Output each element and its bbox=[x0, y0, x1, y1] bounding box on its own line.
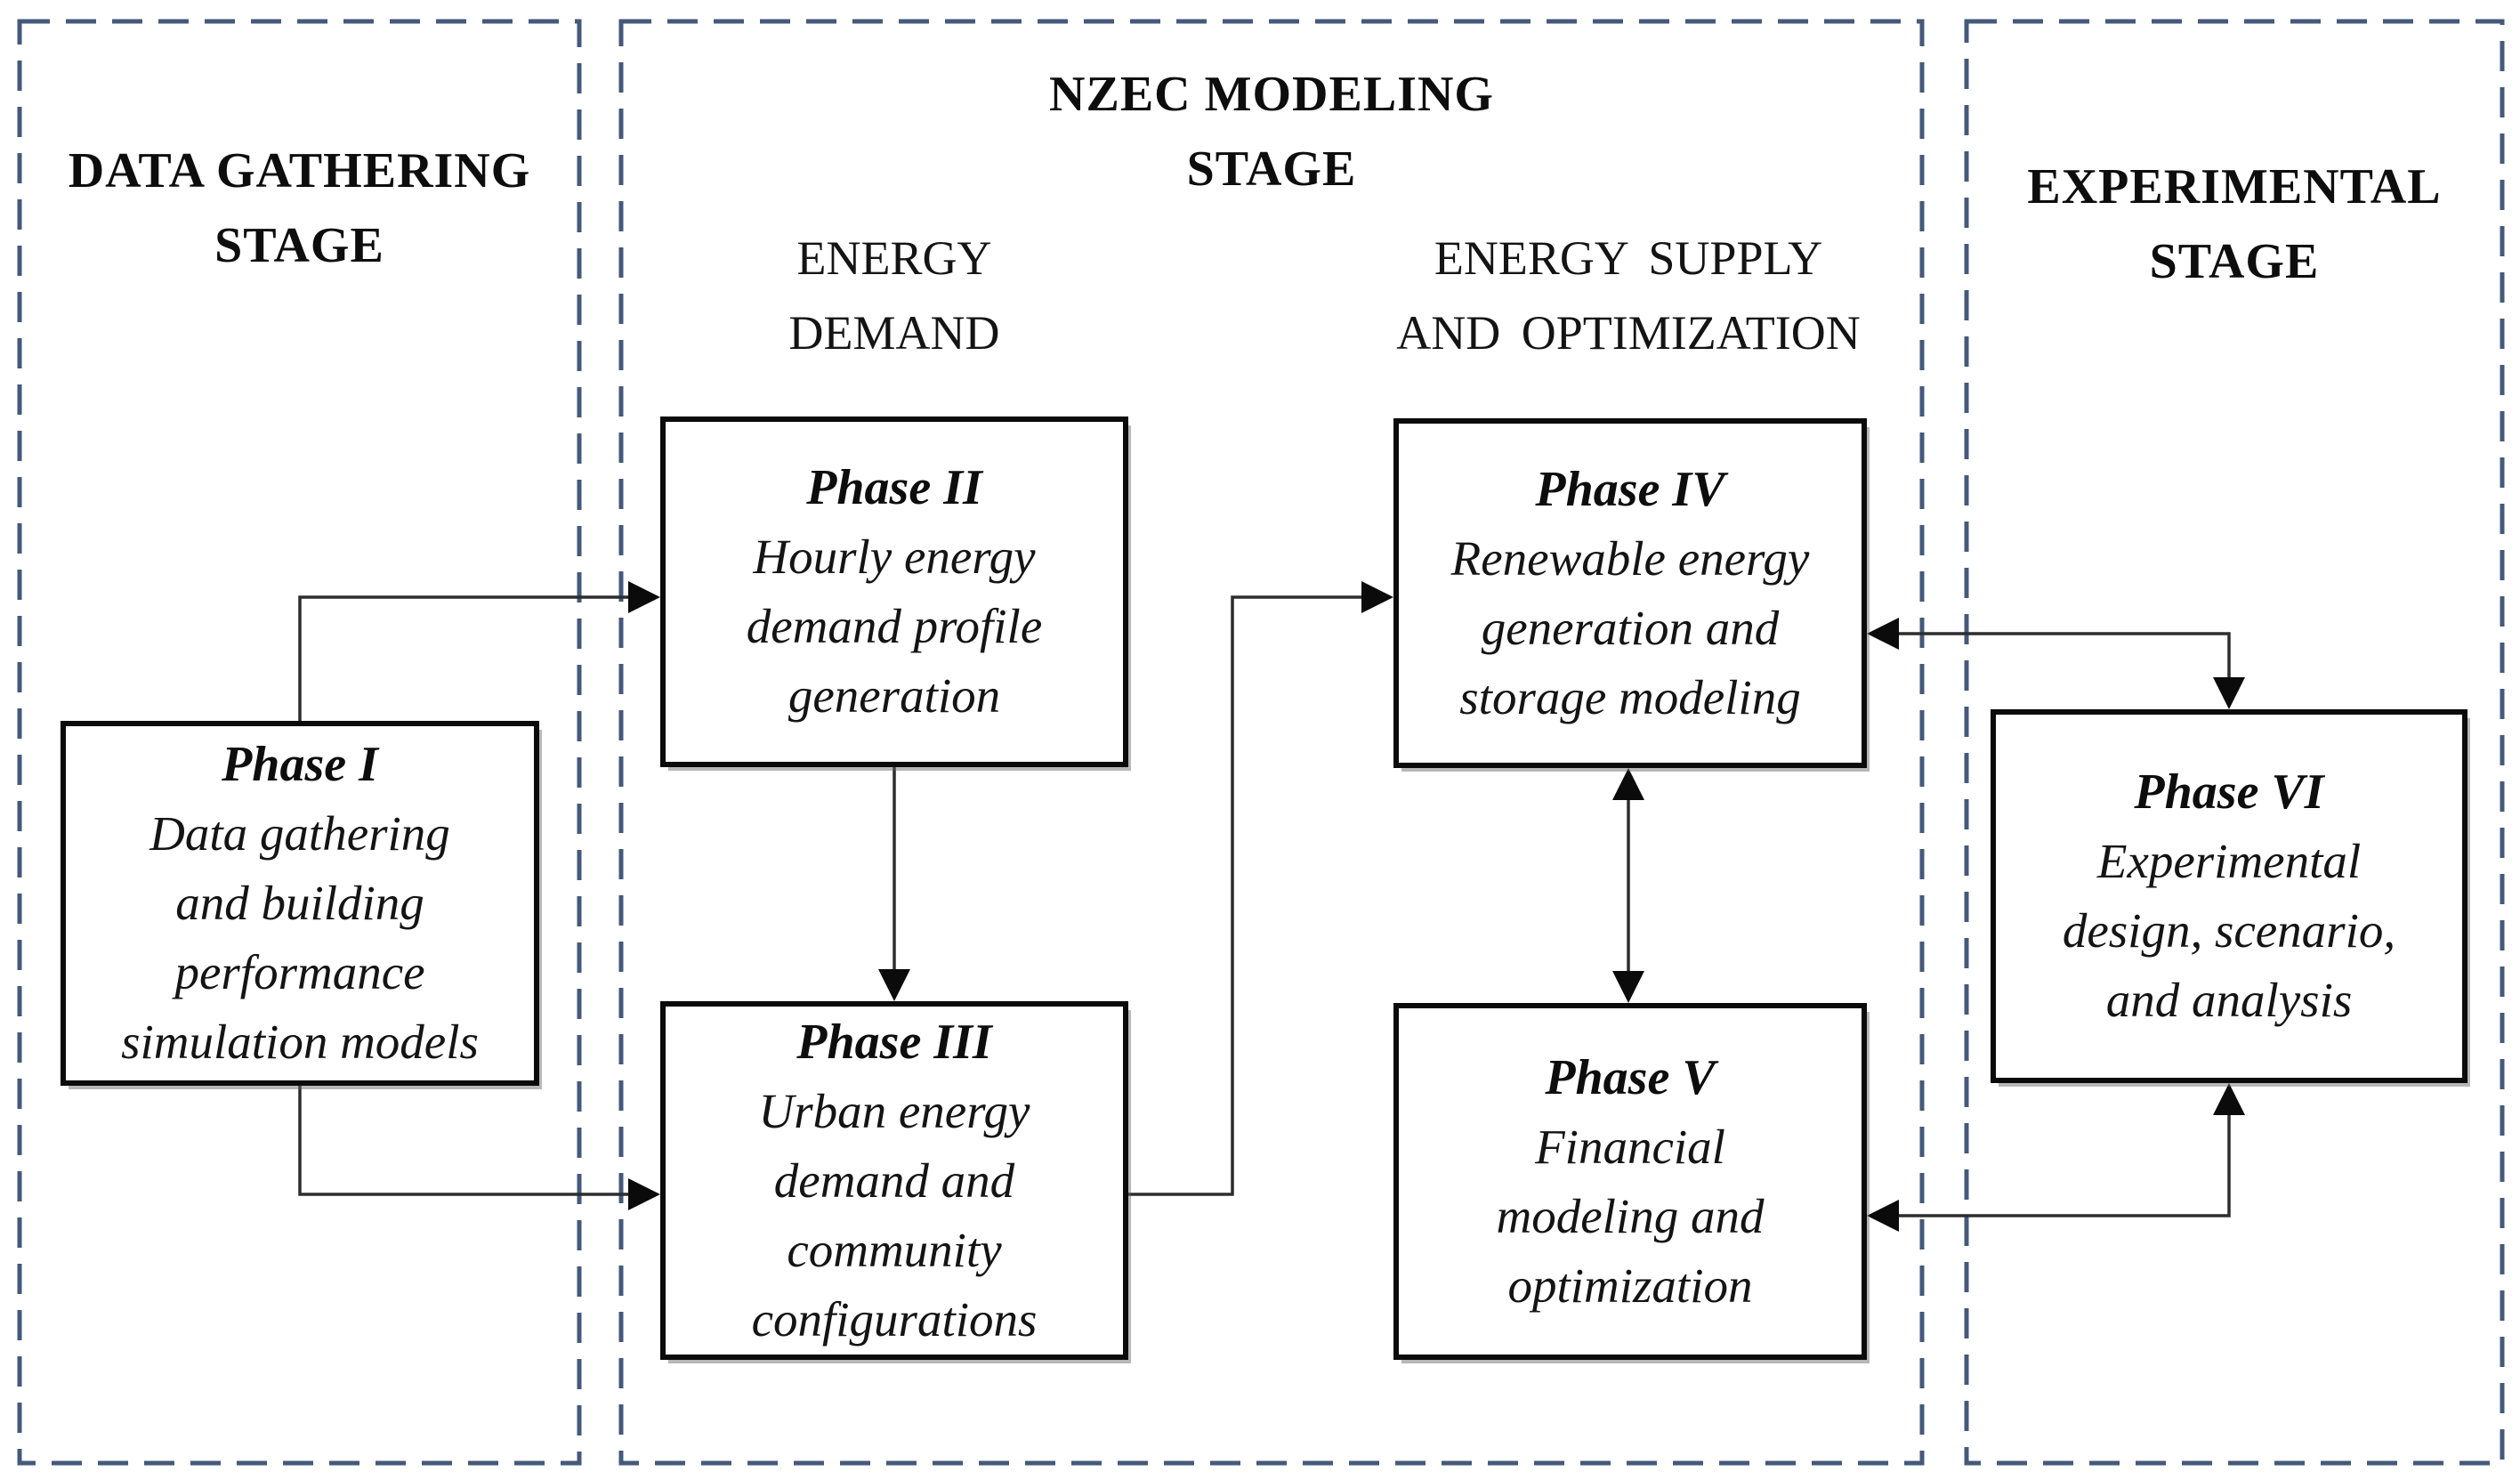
connector-line bbox=[1895, 1112, 2231, 1217]
phase-2-description: Hourly energy demand profile generation bbox=[746, 530, 1043, 723]
phase-1-box: Phase I Data gathering and building perf… bbox=[61, 721, 539, 1086]
phase-4-title: Phase IV bbox=[1535, 461, 1725, 517]
connector-line bbox=[1128, 595, 1363, 1196]
arrowhead-down-icon bbox=[1612, 971, 1644, 1003]
connector-phase1-phase2 bbox=[298, 581, 660, 721]
arrowhead-right-icon bbox=[628, 1178, 660, 1210]
connector-line bbox=[298, 1086, 630, 1196]
nzec-modeling-stage-border bbox=[618, 19, 1925, 1466]
stage-title-nzec-modeling: NZEC MODELING STAGE bbox=[1049, 67, 1494, 197]
arrowhead-left-icon bbox=[1867, 618, 1899, 650]
data-gathering-stage-border bbox=[17, 19, 582, 1466]
arrowhead-right-icon bbox=[1361, 581, 1393, 613]
connector-phase4-phase5 bbox=[1612, 768, 1644, 1003]
phase-3-box: Phase III Urban energy demand and commun… bbox=[660, 1001, 1128, 1360]
phase-2-box: Phase II Hourly energy demand profile ge… bbox=[660, 417, 1128, 767]
connector-phase2-phase3 bbox=[878, 767, 910, 1001]
phase-6-box: Phase VI Experimental design, scenario, … bbox=[1991, 709, 2468, 1083]
stage-title-experimental: EXPERIMENTAL STAGE bbox=[2027, 159, 2442, 289]
phase-3-description: Urban energy demand and community config… bbox=[751, 1083, 1038, 1347]
phase-4-description: Renewable energy generation and storage … bbox=[1450, 530, 1810, 724]
phase-3-title: Phase III bbox=[796, 1014, 992, 1070]
phase-1-description: Data gathering and building performance … bbox=[121, 806, 479, 1069]
arrowhead-up-icon bbox=[1612, 768, 1644, 800]
arrowhead-right-icon bbox=[628, 581, 660, 613]
section-title-energy-demand: ENERGY DEMAND bbox=[788, 231, 1000, 360]
connector-phase1-phase3 bbox=[298, 1086, 660, 1210]
experimental-stage-border bbox=[1964, 19, 2505, 1466]
connector-phase5-phase6 bbox=[1867, 1083, 2245, 1232]
connector-line bbox=[298, 595, 630, 721]
connector-phase3-phase4 bbox=[1128, 581, 1393, 1196]
phase-6-title: Phase VI bbox=[2134, 764, 2324, 820]
phase-2-title: Phase II bbox=[806, 460, 982, 515]
phase-1-title: Phase I bbox=[222, 737, 378, 792]
phase-5-description: Financial modeling and optimization bbox=[1496, 1119, 1765, 1313]
phase-6-description: Experimental design, scenario, and analy… bbox=[2062, 834, 2396, 1027]
section-title-energy-supply: ENERGY SUPPLY AND OPTIMIZATION bbox=[1396, 231, 1861, 360]
arrowhead-down-icon bbox=[2213, 677, 2245, 709]
phase-4-box: Phase IV Renewable energy generation and… bbox=[1393, 418, 1867, 768]
connector-phase4-phase6 bbox=[1867, 618, 2245, 709]
phase-5-title: Phase V bbox=[1545, 1049, 1716, 1105]
stage-title-data-gathering: DATA GATHERING STAGE bbox=[68, 143, 531, 273]
arrowhead-left-icon bbox=[1867, 1200, 1899, 1232]
arrowhead-down-icon bbox=[878, 969, 910, 1001]
connector-line bbox=[1895, 632, 2231, 681]
phase-5-box: Phase V Financial modeling and optimizat… bbox=[1393, 1003, 1867, 1360]
arrowhead-up-icon bbox=[2213, 1083, 2245, 1115]
